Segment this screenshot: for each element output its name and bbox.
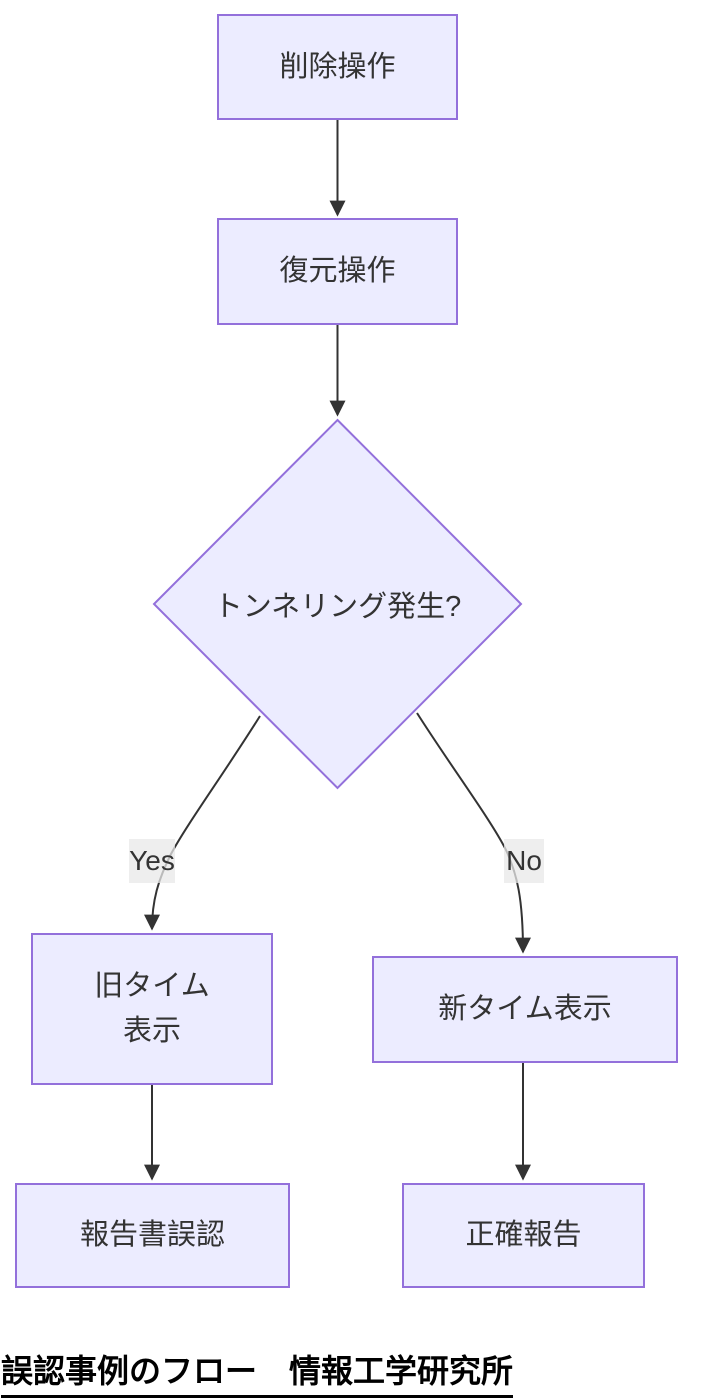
edge-decision-no: [416, 712, 531, 954]
node-decision-label: トンネリング発生?: [213, 591, 462, 623]
edge-label-yes-text: Yes: [129, 845, 175, 876]
node-restore: 復元操作: [217, 218, 458, 325]
node-accurate-label: 正確報告: [465, 1219, 582, 1252]
node-delete: 削除操作: [217, 14, 458, 120]
diagram-title: 誤認事例のフロー 情報工学研究所: [1, 1346, 514, 1398]
node-old-time-line2: 表示: [122, 1015, 181, 1047]
node-old-time: 旧タイム 表示: [31, 933, 273, 1085]
diagram-title-text: 誤認事例のフロー 情報工学研究所: [1, 1346, 514, 1398]
edge-decision-yes: [144, 715, 261, 931]
node-misreport: 報告書誤認: [15, 1183, 290, 1288]
node-restore-label: 復元操作: [279, 255, 396, 288]
edge-label-yes: Yes: [129, 839, 175, 883]
node-new-time: 新タイム表示: [372, 956, 678, 1063]
edge-label-no-text: No: [506, 845, 542, 876]
decision-diamond-shape: [152, 418, 523, 790]
edge-label-no: No: [504, 839, 544, 883]
node-delete-label: 削除操作: [279, 50, 396, 83]
node-accurate: 正確報告: [402, 1183, 645, 1288]
node-old-time-line1: 旧タイム: [94, 970, 210, 1003]
node-new-time-label: 新タイム表示: [438, 993, 612, 1026]
node-misreport-label: 報告書誤認: [79, 1219, 225, 1252]
node-decision: トンネリング発生?: [154, 582, 521, 626]
